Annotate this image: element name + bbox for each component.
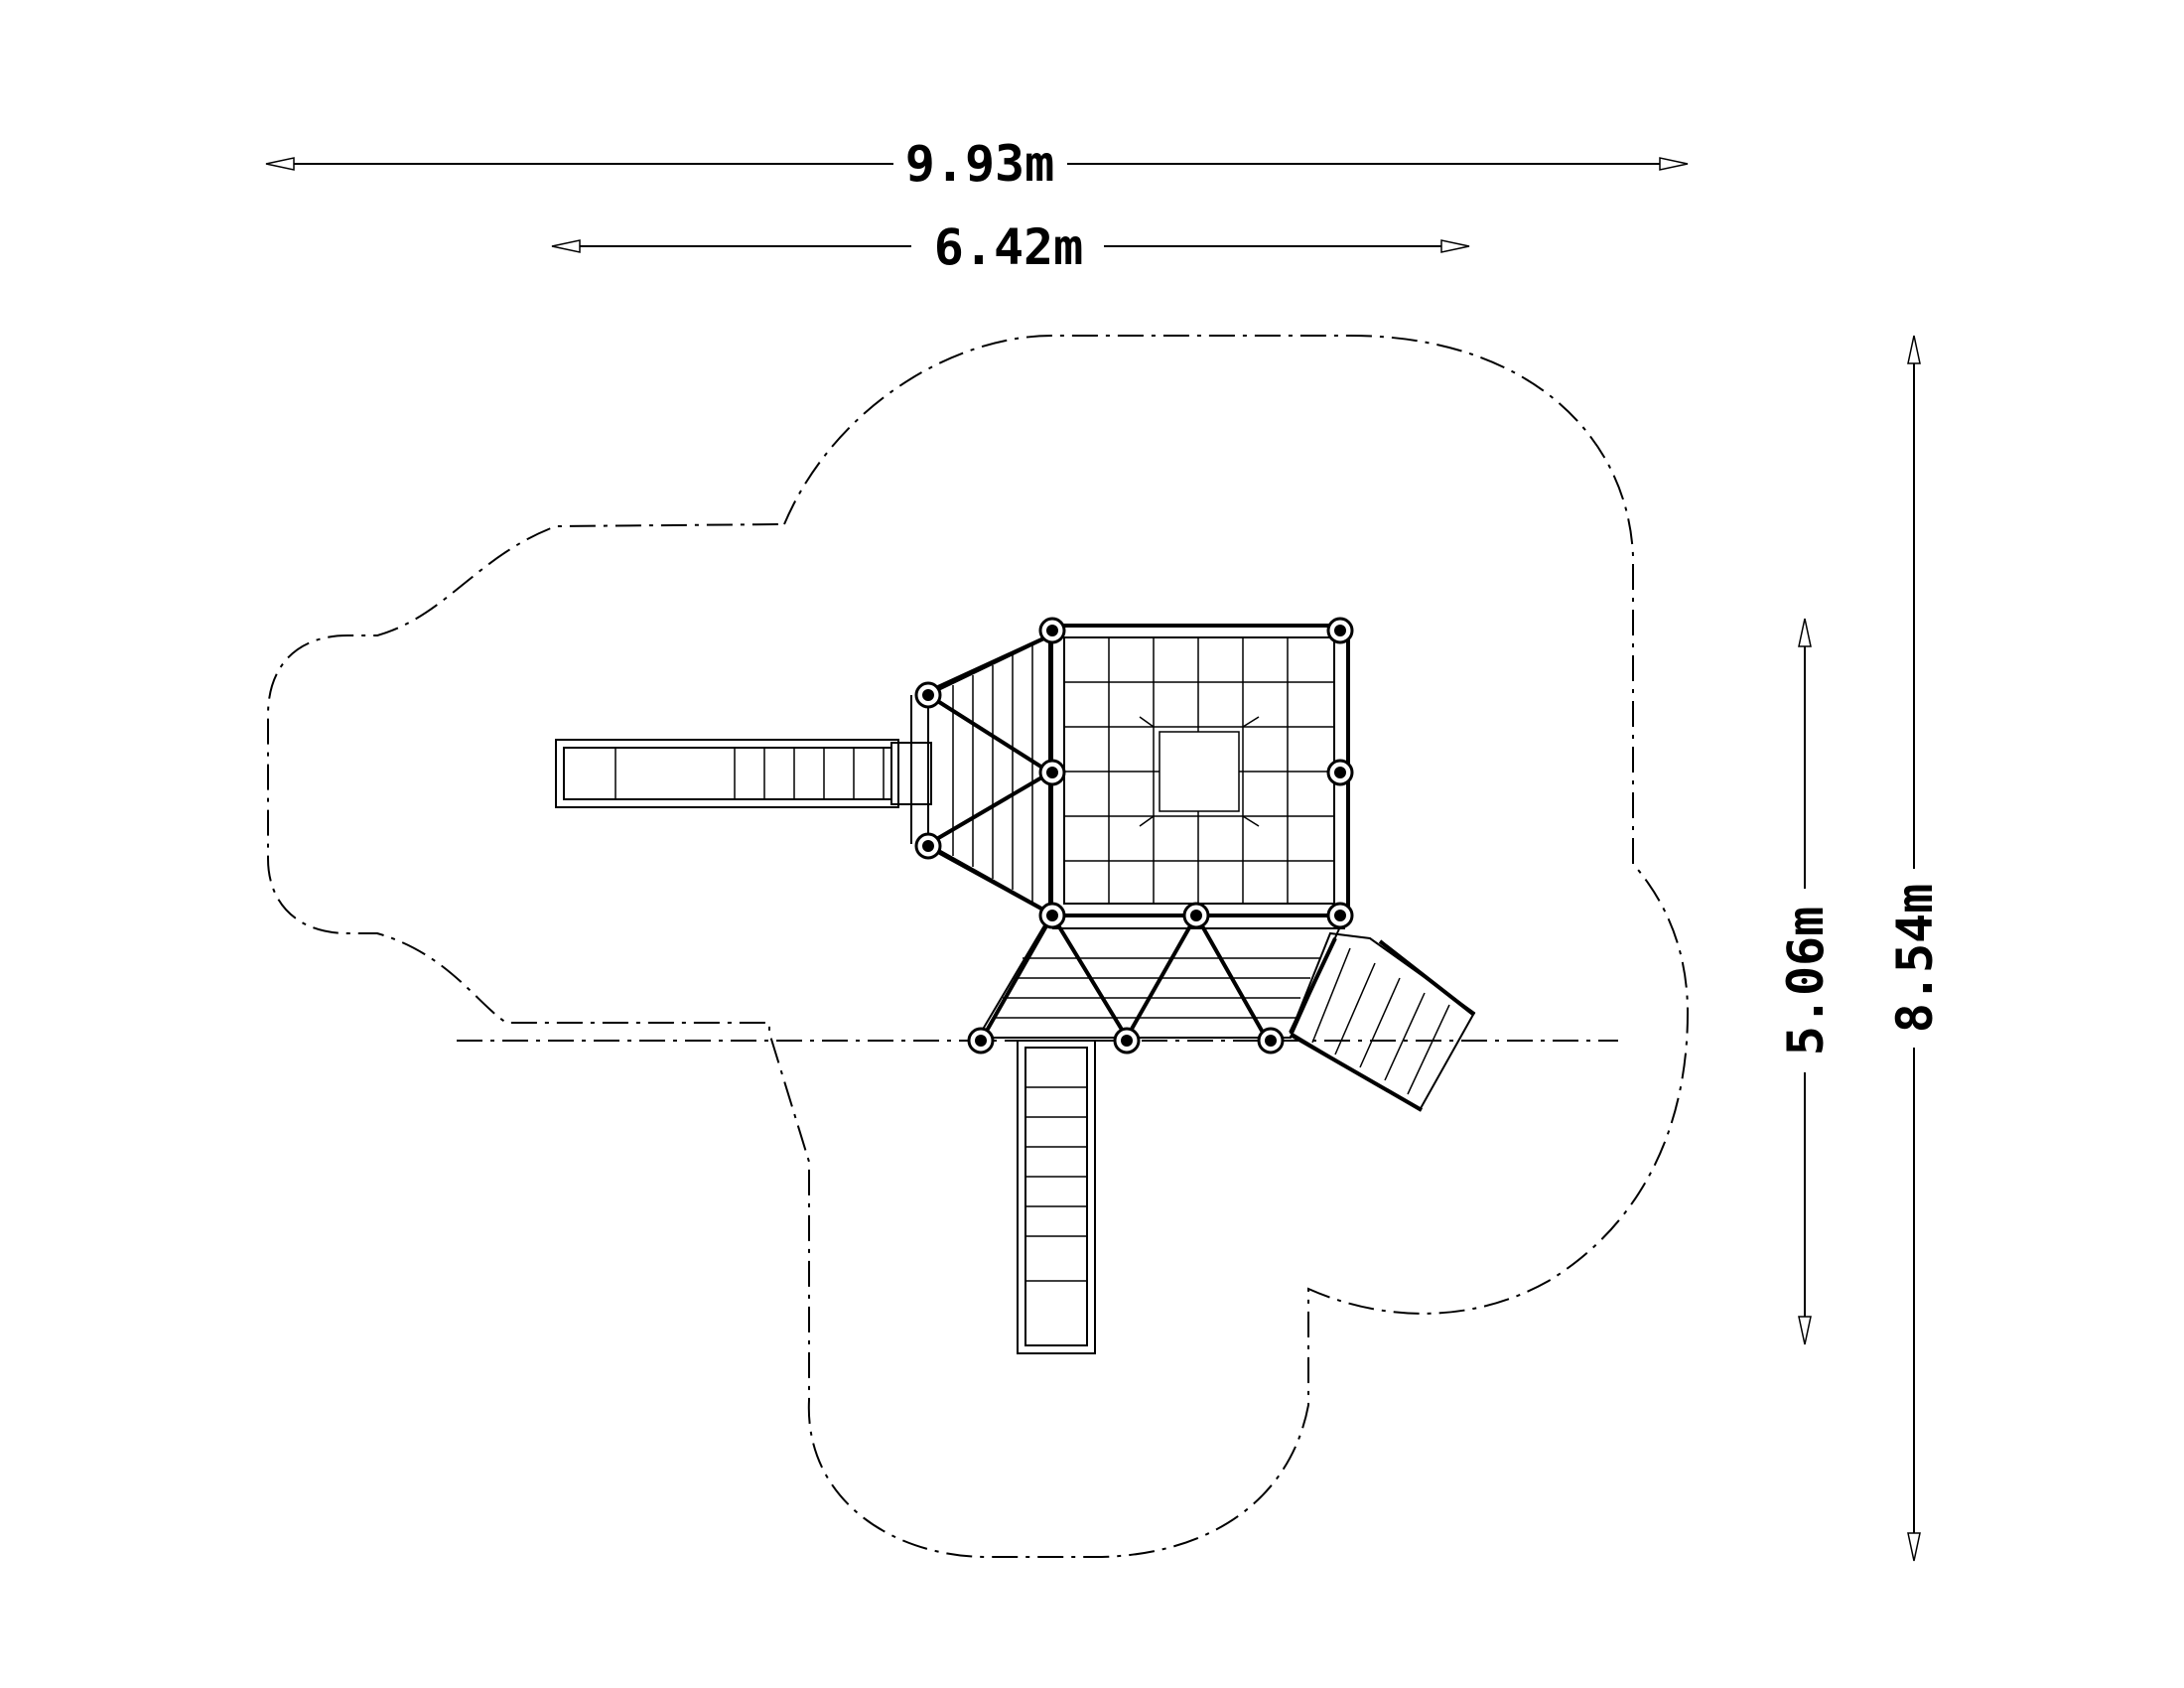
post	[914, 832, 942, 860]
dimension-label-structure-width: 6.42m	[934, 218, 1084, 276]
post	[914, 681, 942, 709]
post	[967, 1027, 995, 1055]
main-tower	[1048, 624, 1350, 917]
right-ladder	[1289, 931, 1476, 1112]
dimension-overall-width: 9.93m	[265, 135, 1689, 193]
post	[1038, 759, 1066, 786]
support-posts	[914, 617, 1354, 1055]
safety-zone-outline	[267, 335, 1690, 1559]
dimension-overall-depth: 8.54m	[1886, 335, 1944, 1562]
left-slide	[555, 739, 932, 808]
post	[1326, 902, 1354, 929]
post	[1326, 617, 1354, 644]
bottom-slide	[1017, 1040, 1096, 1354]
post	[1182, 902, 1210, 929]
bottom-zigzag-platform	[976, 911, 1347, 1042]
post	[1113, 1027, 1141, 1055]
post	[1038, 617, 1066, 644]
tower-central-opening	[1159, 731, 1240, 812]
dimension-label-structure-depth: 5.06m	[1777, 907, 1835, 1056]
left-triangle-platform	[910, 633, 1053, 915]
dimension-structure-width: 6.42m	[551, 218, 1470, 276]
post	[1326, 759, 1354, 786]
dimension-label-overall-width: 9.93m	[905, 135, 1055, 193]
post	[1038, 902, 1066, 929]
dimension-structure-depth: 5.06m	[1777, 618, 1835, 1345]
post	[1257, 1027, 1285, 1055]
dimension-label-overall-depth: 8.54m	[1886, 884, 1944, 1034]
